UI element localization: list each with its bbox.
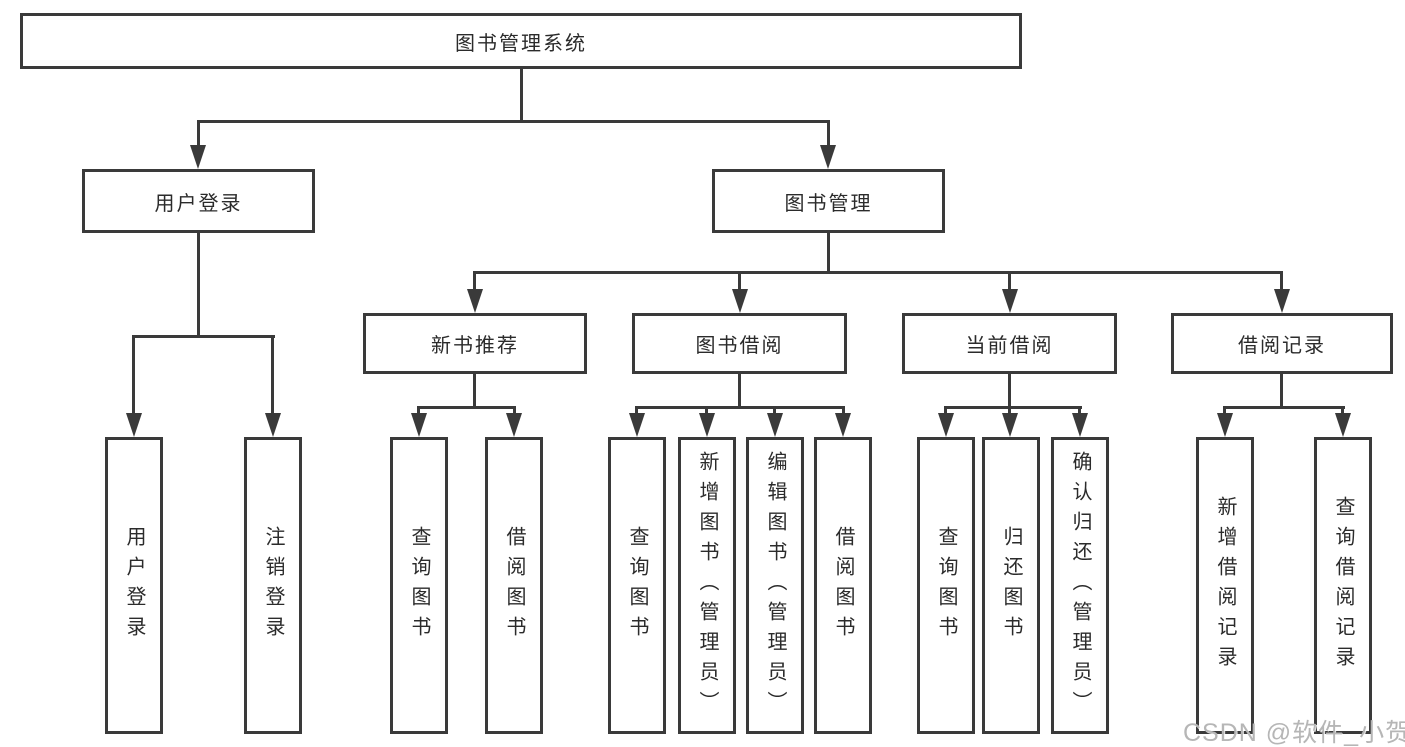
leaf-query-book-borrowing: 查询图书 (608, 437, 666, 734)
leaf-borrow-book-borrowing: 借阅图书 (814, 437, 872, 734)
arrowhead-icon (1274, 289, 1290, 313)
arrowhead-icon (1217, 413, 1233, 437)
leaf-add-book-admin-label: 新增图书（管理员） (696, 450, 718, 721)
arrowhead-icon (265, 413, 281, 437)
node-book-borrowing: 图书借阅 (632, 313, 847, 374)
connector-bookmgmt-vline (827, 233, 830, 273)
leaf-return-book-label: 归还图书 (1000, 525, 1022, 646)
leaf-confirm-return-admin-label: 确认归还（管理员） (1069, 450, 1091, 721)
csdn-watermark: CSDN @软件_小贺同学 (1183, 719, 1405, 747)
leaf-add-book-admin: 新增图书（管理员） (678, 437, 736, 734)
arrowhead-icon (190, 145, 206, 169)
connector-userlogin-stub (197, 120, 200, 150)
node-current-borrowing: 当前借阅 (902, 313, 1117, 374)
connector-root-vline (520, 68, 523, 122)
connector-vline (738, 374, 741, 408)
connector-stub (132, 335, 135, 415)
leaf-edit-book-admin-label: 编辑图书（管理员） (764, 450, 786, 721)
connector-stub (705, 406, 708, 416)
leaf-query-book-current-label: 查询图书 (935, 525, 957, 646)
leaf-logout: 注销登录 (244, 437, 302, 734)
connector-stub (773, 406, 776, 416)
connector-stub (513, 406, 516, 416)
node-root: 图书管理系统 (20, 13, 1022, 69)
connector-stub (944, 406, 947, 416)
leaf-confirm-return-admin: 确认归还（管理员） (1051, 437, 1109, 734)
leaf-query-book-borrowing-label: 查询图书 (626, 525, 648, 646)
leaf-query-borrow-record: 查询借阅记录 (1314, 437, 1372, 734)
connector-stub (417, 406, 420, 416)
node-root-label: 图书管理系统 (455, 32, 587, 55)
leaf-query-book-current: 查询图书 (917, 437, 975, 734)
connector-hline (944, 406, 1082, 409)
leaf-edit-book-admin: 编辑图书（管理员） (746, 437, 804, 734)
node-book-borrowing-label: 图书借阅 (695, 335, 784, 357)
connector-vline (1280, 374, 1283, 408)
arrowhead-icon (820, 145, 836, 169)
leaf-user-login: 用户登录 (105, 437, 163, 734)
connector-stub (635, 406, 638, 416)
connector-stub (271, 335, 274, 415)
arrowhead-icon (411, 413, 427, 437)
connector-bookmgmt-hline (473, 271, 1283, 274)
connector-stub (473, 271, 476, 293)
leaf-add-borrow-record-label: 新增借阅记录 (1214, 495, 1236, 676)
connector-userlogin-hline (132, 335, 275, 338)
connector-stub (1078, 406, 1081, 416)
connector-stub (1223, 406, 1226, 416)
leaf-borrow-book-borrowing-label: 借阅图书 (832, 525, 854, 646)
connector-bookmgmt-stub (827, 120, 830, 150)
connector-hline (635, 406, 845, 409)
connector-hline (417, 406, 516, 409)
connector-stub (1008, 406, 1011, 416)
connector-stub (1008, 271, 1011, 293)
arrowhead-icon (835, 413, 851, 437)
leaf-query-book-recommend-label: 查询图书 (408, 525, 430, 646)
connector-stub (842, 406, 845, 416)
connector-stub (738, 271, 741, 293)
arrowhead-icon (1335, 413, 1351, 437)
node-borrowing-records: 借阅记录 (1171, 313, 1393, 374)
connector-vline (1008, 374, 1011, 408)
arrowhead-icon (767, 413, 783, 437)
arrowhead-icon (126, 413, 142, 437)
arrowhead-icon (1072, 413, 1088, 437)
leaf-add-borrow-record: 新增借阅记录 (1196, 437, 1254, 734)
node-book-management-label: 图书管理 (784, 192, 873, 215)
leaf-user-login-label: 用户登录 (123, 525, 145, 646)
node-book-management: 图书管理 (712, 169, 945, 233)
node-new-book-recommend: 新书推荐 (363, 313, 587, 374)
arrowhead-icon (699, 413, 715, 437)
arrowhead-icon (506, 413, 522, 437)
connector-userlogin-vline (197, 233, 200, 337)
leaf-query-borrow-record-label: 查询借阅记录 (1332, 495, 1354, 676)
leaf-borrow-book-recommend-label: 借阅图书 (503, 525, 525, 646)
connector-stub (1280, 271, 1283, 293)
leaf-logout-label: 注销登录 (262, 525, 284, 646)
arrowhead-icon (467, 289, 483, 313)
connector-root-hline (197, 120, 830, 123)
leaf-borrow-book-recommend: 借阅图书 (485, 437, 543, 734)
node-user-login: 用户登录 (82, 169, 315, 233)
node-user-login-label: 用户登录 (154, 192, 243, 215)
arrowhead-icon (1002, 413, 1018, 437)
arrowhead-icon (1002, 289, 1018, 313)
arrowhead-icon (938, 413, 954, 437)
node-new-book-recommend-label: 新书推荐 (431, 335, 519, 357)
connector-hline (1223, 406, 1345, 409)
connector-stub (1341, 406, 1344, 416)
leaf-return-book: 归还图书 (982, 437, 1040, 734)
leaf-query-book-recommend: 查询图书 (390, 437, 448, 734)
arrowhead-icon (629, 413, 645, 437)
node-borrowing-records-label: 借阅记录 (1238, 335, 1326, 357)
node-current-borrowing-label: 当前借阅 (965, 335, 1054, 357)
arrowhead-icon (732, 289, 748, 313)
connector-vline (473, 374, 476, 408)
